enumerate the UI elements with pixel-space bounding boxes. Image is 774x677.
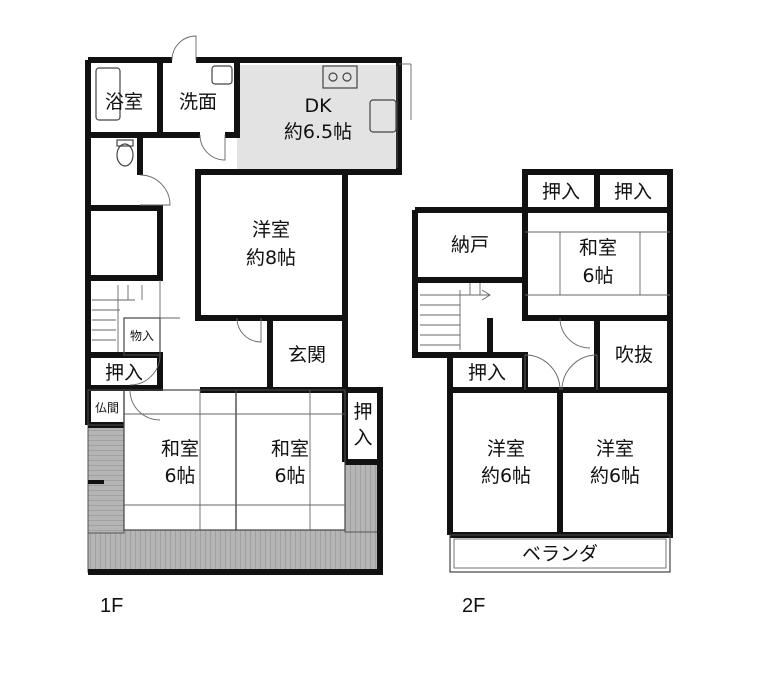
room-closet-right-1: 押 — [353, 401, 372, 423]
room-entrance: 玄関 — [288, 344, 326, 366]
dk-floor — [237, 65, 399, 169]
room-storage-small: 物入 — [130, 329, 154, 343]
room-japanese-size: 6帖 — [582, 265, 613, 287]
floor-1f-label: 1F — [100, 595, 123, 617]
room-closet-b: 押入 — [614, 181, 652, 203]
room-japanese-left-size: 6帖 — [164, 465, 195, 487]
deck-right — [344, 461, 381, 533]
deck-bottom — [87, 529, 381, 573]
room-japanese-title: 和室 — [579, 237, 617, 259]
floor-2f: 押入 押入 納戸 和室 6帖 吹抜 押入 洋室 約6帖 洋室 約6帖 ベランダ … — [412, 169, 673, 617]
room-storeroom: 納戸 — [451, 234, 489, 256]
room-void: 吹抜 — [615, 344, 653, 366]
room-japanese-right-size: 6帖 — [274, 465, 305, 487]
interior-lines-2f — [420, 231, 671, 573]
room-western-size: 約8帖 — [246, 247, 296, 269]
room-western-left-size: 約6帖 — [481, 465, 531, 487]
room-western-right-title: 洋室 — [596, 438, 634, 460]
room-western-title: 洋室 — [252, 219, 290, 241]
interior-lines-1f — [87, 35, 412, 531]
room-japanese-right-title: 和室 — [271, 438, 309, 460]
room-japanese-left-title: 和室 — [161, 438, 199, 460]
room-closet-left: 押入 — [105, 362, 143, 384]
room-closet-a: 押入 — [542, 181, 580, 203]
room-bath: 浴室 — [105, 91, 143, 113]
room-veranda: ベランダ — [522, 543, 598, 565]
room-western-right-size: 約6帖 — [590, 465, 640, 487]
room-closet-c: 押入 — [468, 362, 506, 384]
room-washroom: 洗面 — [179, 91, 217, 113]
room-closet-right-2: 入 — [353, 427, 372, 449]
floor-1f: 浴室 洗面 DK 約6.5帖 洋室 約8帖 物入 押入 玄関 仏間 和室 6帖 … — [85, 35, 412, 617]
room-dk-size: 約6.5帖 — [284, 121, 352, 143]
room-western-left-title: 洋室 — [487, 438, 525, 460]
room-dk-title: DK — [304, 95, 332, 117]
room-altar: 仏間 — [95, 401, 119, 415]
deck-left — [87, 424, 125, 534]
floor-2f-label: 2F — [462, 595, 485, 617]
